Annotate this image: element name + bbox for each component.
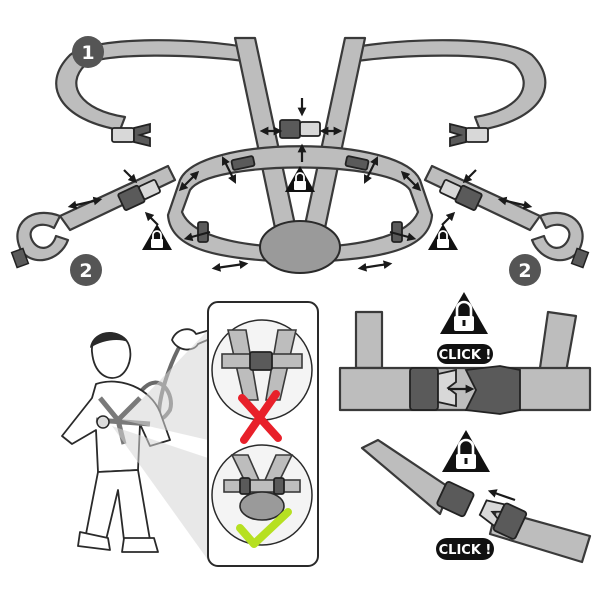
arrow-right-shoulder [364, 156, 378, 184]
step-badge-1: 1 [72, 36, 104, 68]
svg-text:2: 2 [79, 260, 92, 282]
buckle-detail-upper: CLICK ! [338, 290, 592, 415]
arrow-right-ring [400, 170, 422, 192]
upper-detail-right-strap [538, 310, 578, 374]
arrow-left-lock [144, 211, 159, 226]
lower-detail-buckle-female [436, 481, 475, 518]
right-arm-buckle [449, 122, 489, 148]
svg-text:CLICK !: CLICK ! [439, 348, 492, 363]
harness-overview: 1 2 2 [10, 36, 590, 286]
svg-text:2: 2 [518, 260, 531, 282]
upper-detail-buckle-female [409, 367, 457, 411]
right-side-strap [423, 164, 542, 232]
upper-detail-left-strap [354, 310, 384, 370]
zoom-cone-upper [122, 330, 208, 440]
left-leg-tab [10, 247, 30, 269]
child-harness-pad [96, 415, 110, 429]
step-badge-2-right: 2 [509, 254, 541, 286]
child-legs [85, 469, 151, 541]
wrong-fit-example [211, 319, 313, 444]
click-callout-lower: CLICK ! [436, 538, 494, 560]
right-arm-loop [348, 39, 547, 132]
click-callout-upper: CLICK ! [437, 344, 493, 364]
arrow-left-ring [178, 170, 200, 192]
lower-detail-insert-arrow [487, 489, 516, 502]
arrow-right-bottom [357, 260, 393, 272]
right-leg-tab [570, 247, 590, 269]
buckle-detail-lower: CLICK ! [360, 428, 592, 564]
child-wearing-harness [61, 328, 213, 560]
fit-comparison-panel [207, 301, 319, 567]
correct-check-icon [236, 508, 292, 548]
lock-warning-icon [438, 290, 490, 336]
chest-buckle [279, 119, 321, 139]
step-badge-2-left: 2 [70, 254, 102, 286]
left-leg-loop [16, 211, 70, 262]
arrow-left-lower [183, 230, 211, 242]
lower-detail-buckle-male [478, 499, 528, 540]
center-back-pad [259, 220, 341, 274]
lock-warning-icon [440, 428, 492, 474]
wrong-cross-icon [238, 390, 282, 444]
zoom-cone-lower [112, 426, 208, 560]
right-leg-loop [530, 211, 584, 262]
arrow-left-shoulder [222, 156, 236, 184]
child-shoes [77, 531, 159, 553]
lock-warning-icon [427, 223, 459, 251]
arrow-left-leg [67, 196, 103, 210]
arrow-right-lock [441, 211, 456, 226]
svg-text:1: 1 [81, 42, 94, 64]
left-side-strap [58, 164, 177, 232]
lock-warning-icon [284, 165, 316, 193]
adjust-arrows [67, 98, 533, 272]
child-hair [90, 331, 128, 348]
svg-text:CLICK !: CLICK ! [439, 543, 492, 558]
right-side-buckle [439, 179, 483, 211]
lock-warning-icon [141, 223, 173, 251]
left-side-buckle [117, 179, 161, 211]
arrow-right-lower [389, 230, 417, 242]
arrow-right-leg [497, 196, 533, 210]
correct-fit-example [211, 444, 313, 548]
left-arm-buckle [111, 122, 151, 148]
arrow-right-buckle-in [462, 169, 477, 184]
arrow-left-bottom [211, 260, 249, 272]
arrow-left-buckle-in [123, 169, 138, 184]
